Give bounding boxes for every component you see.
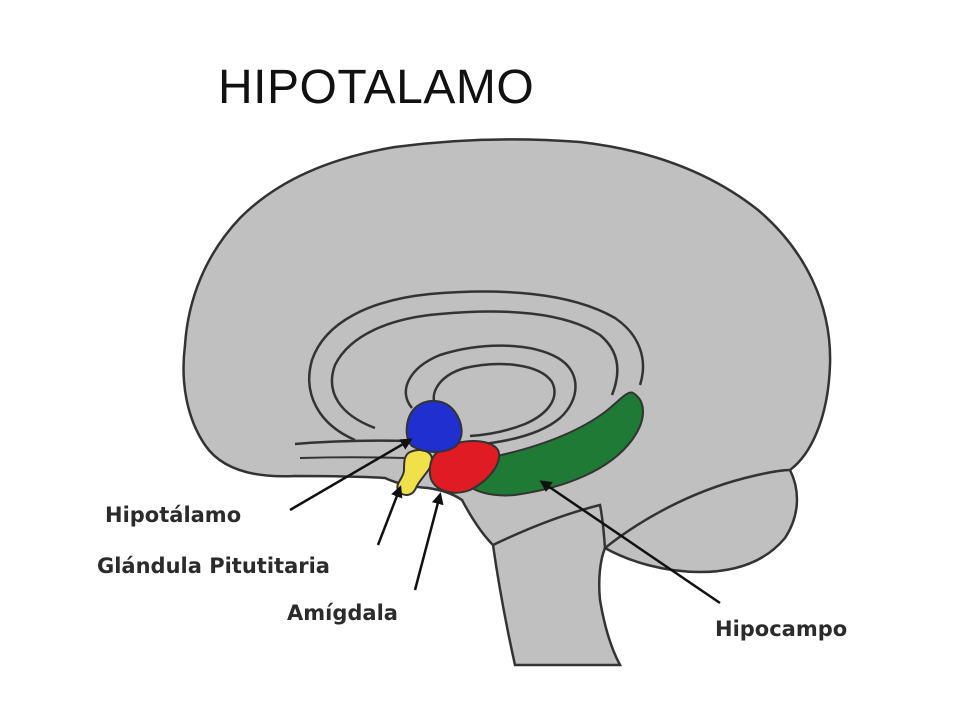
fornix-outer bbox=[404, 344, 577, 447]
slide-title: HIPOTALAMO bbox=[218, 61, 535, 114]
hypothalamus-region bbox=[405, 400, 463, 453]
brainstem-outline bbox=[492, 503, 607, 549]
amygdala-region bbox=[428, 440, 501, 494]
cerebellum-outline bbox=[604, 468, 791, 549]
ventricle-line bbox=[294, 439, 411, 446]
pituitary-label: Glándula Pitutitaria bbox=[97, 554, 330, 578]
pituitary-arrow bbox=[376, 485, 403, 546]
corpus-callosum-inner bbox=[330, 310, 619, 430]
hippocampus-arrow bbox=[539, 480, 721, 605]
fornix-inner bbox=[432, 362, 556, 438]
hippocampus-label: Hipocampo bbox=[715, 617, 847, 641]
brain-outline bbox=[182, 138, 832, 667]
hypothalamus-label: Hipotálamo bbox=[105, 503, 241, 527]
hypothalamus-arrow bbox=[289, 438, 413, 512]
amygdala-label: Amígdala bbox=[287, 601, 398, 625]
ventricle-line-lower bbox=[299, 456, 406, 459]
amygdala-arrow bbox=[413, 492, 444, 591]
corpus-callosum-outer bbox=[308, 290, 645, 442]
hippocampus-region bbox=[460, 391, 644, 497]
